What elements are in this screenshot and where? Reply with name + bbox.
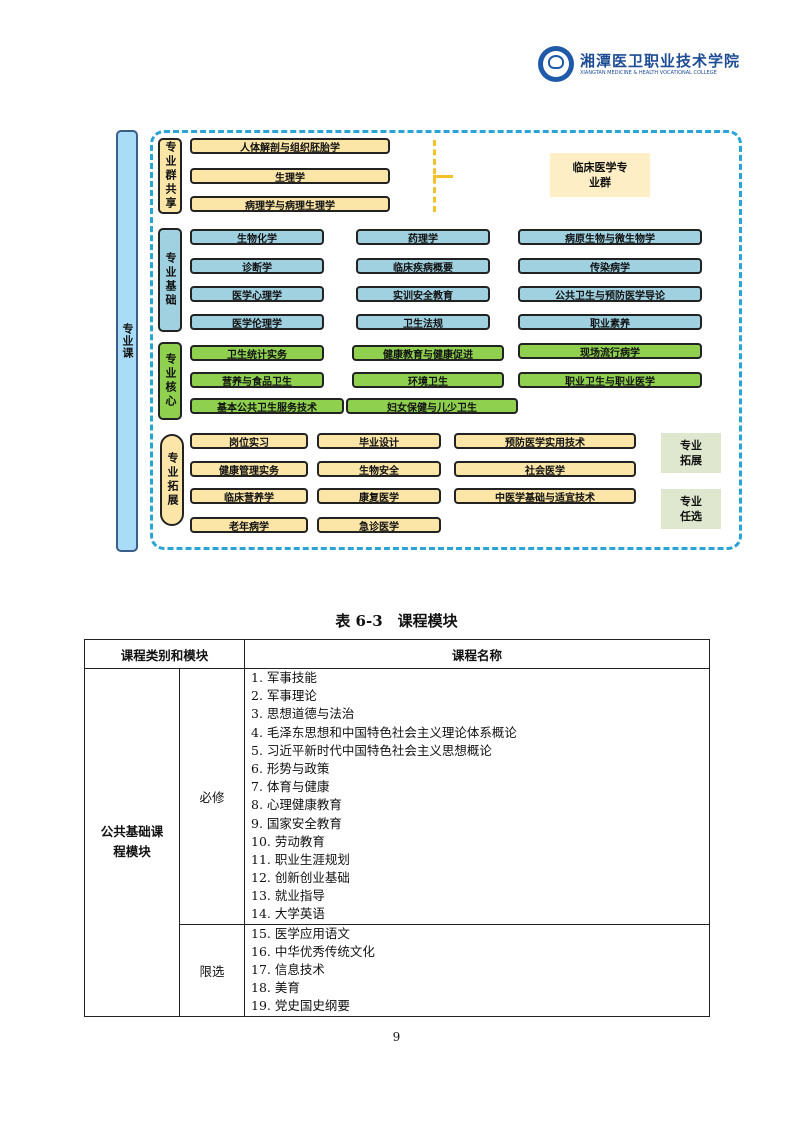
course-list-item: 1. 军事技能 — [251, 670, 317, 685]
course-box: 传染病学 — [518, 258, 702, 274]
course-box: 人体解剖与组织胚胎学 — [190, 138, 390, 154]
course-box: 卫生统计实务 — [190, 345, 324, 361]
course-box: 康复医学 — [317, 488, 441, 504]
page-number: 9 — [392, 1030, 401, 1044]
course-box: 临床疾病概要 — [356, 258, 490, 274]
course-box: 生理学 — [190, 168, 390, 184]
course-box: 卫生法规 — [356, 314, 490, 330]
course-list-item: 14. 大学英语 — [251, 906, 325, 922]
course-list-item: 18. 美育 — [251, 980, 300, 996]
course-box: 基本公共卫生服务技术 — [190, 398, 344, 414]
course-list-item: 4. 毛泽东思想和中国特色社会主义理论体系概论 — [251, 724, 517, 740]
course-box: 职业素养 — [518, 314, 702, 330]
school-name-cn: 湘潭医卫职业技术学院 — [580, 52, 741, 70]
course-list-item: 2. 军事理论 — [251, 688, 317, 704]
course-box: 预防医学实用技术 — [454, 433, 636, 449]
side-tag-text: 专业任选 — [680, 495, 702, 523]
school-name-en: XIANGTAN MEDICINE & HEALTH VOCATIONAL CO… — [580, 70, 717, 76]
header-course-name: 课程名称 — [244, 639, 710, 669]
bracket-connector-tick — [433, 175, 453, 178]
group-label-text: 专业基础 — [164, 252, 177, 308]
category-text: 公共基础课程模块 — [100, 824, 164, 860]
course-box: 健康教育与健康促进 — [352, 345, 504, 361]
course-list-item: 3. 思想道德与法治 — [251, 706, 355, 722]
course-box: 公共卫生与预防医学导论 — [518, 286, 702, 302]
group-label-text: 专业拓展 — [166, 452, 179, 508]
course-list-item: 7. 体育与健康 — [251, 779, 330, 795]
course-list-item: 9. 国家安全教育 — [251, 815, 342, 831]
cluster-tag-text: 临床医学专业群 — [572, 161, 628, 189]
required-courses-cell: 1. 军事技能 2. 军事理论 3. 思想道德与法治 4. 毛泽东思想和中国特色社会主… — [244, 668, 710, 925]
group-label-text: 专业群共享 — [164, 141, 177, 211]
course-box: 病原生物与微生物学 — [518, 229, 702, 245]
group-label-shared: 专业群共享 — [158, 138, 182, 214]
side-tag-text: 专业拓展 — [680, 439, 702, 467]
group-label-extension: 专业拓展 — [160, 434, 184, 526]
required-label-cell: 必修 — [179, 668, 245, 925]
side-tag-elective: 专业任选 — [661, 489, 721, 529]
course-box: 医学心理学 — [190, 286, 324, 302]
course-box: 岗位实习 — [190, 433, 308, 449]
limited-courses-cell: 15. 医学应用语文 16. 中华优秀传统文化 17. 信息技术 18. 美育 19. … — [244, 923, 710, 1017]
course-list-item: 19. 党史国史纲要 — [251, 998, 350, 1014]
limited-label-cell: 限选 — [179, 923, 245, 1017]
course-list-item: 17. 信息技术 — [251, 962, 325, 977]
course-box: 职业卫生与职业医学 — [518, 372, 702, 388]
course-box: 毕业设计 — [317, 433, 441, 449]
main-category-bar: 专业课 — [116, 130, 138, 552]
diagram-frame — [150, 130, 742, 550]
category-cell: 公共基础课程模块 — [84, 668, 180, 1017]
course-box: 病理学与病理生理学 — [190, 196, 390, 212]
group-label-core: 专业核心 — [158, 342, 182, 420]
course-box: 临床营养学 — [190, 488, 308, 504]
header-category: 课程类别和模块 — [84, 639, 245, 669]
cluster-tag: 临床医学专业群 — [550, 153, 650, 197]
course-box: 医学伦理学 — [190, 314, 324, 330]
main-category-label: 专业课 — [121, 323, 134, 359]
school-emblem-icon — [538, 46, 574, 82]
course-list-item: 8. 心理健康教育 — [251, 797, 342, 813]
table-row: 公共基础课程模块 必修 1. 军事技能 2. 军事理论 3. 思想道德与法治 4. 毛… — [84, 668, 710, 1017]
side-tag-extension: 专业拓展 — [661, 433, 721, 473]
course-list-item: 16. 中华优秀传统文化 — [251, 943, 375, 959]
table-caption: 表 6-3 课程模块 — [335, 612, 458, 630]
table-header-row: 课程类别和模块 课程名称 — [84, 639, 710, 669]
course-list-item: 6. 形势与政策 — [251, 760, 330, 776]
course-box: 老年病学 — [190, 517, 308, 533]
course-box: 健康管理实务 — [190, 461, 308, 477]
school-logo: 湘潭医卫职业技术学院 XIANGTAN MEDICINE & HEALTH VO… — [538, 46, 739, 86]
course-box: 社会医学 — [454, 461, 636, 477]
course-list-item: 5. 习近平新时代中国特色社会主义思想概论 — [251, 742, 492, 758]
course-box: 药理学 — [356, 229, 490, 245]
course-box: 中医学基础与适宜技术 — [454, 488, 636, 504]
course-list-item: 11. 职业生涯规划 — [251, 851, 350, 867]
course-box: 生物安全 — [317, 461, 441, 477]
course-list-item: 15. 医学应用语文 — [251, 925, 350, 941]
course-module-table: 课程类别和模块 课程名称 公共基础课程模块 必修 1. 军事技能 2. 军事理论 3… — [84, 639, 710, 1017]
group-label-foundation: 专业基础 — [158, 228, 182, 332]
course-box: 实训安全教育 — [356, 286, 490, 302]
course-box: 妇女保健与儿少卫生 — [346, 398, 518, 414]
course-box: 现场流行病学 — [518, 343, 702, 359]
course-list-item: 12. 创新创业基础 — [251, 870, 350, 886]
course-box: 环境卫生 — [352, 372, 504, 388]
course-box: 生物化学 — [190, 229, 324, 245]
course-box: 诊断学 — [190, 258, 324, 274]
group-label-text: 专业核心 — [164, 353, 177, 409]
course-list-item: 10. 劳动教育 — [251, 833, 325, 849]
course-box: 营养与食品卫生 — [190, 372, 324, 388]
course-box: 急诊医学 — [317, 517, 441, 533]
course-list-item: 13. 就业指导 — [251, 888, 325, 904]
